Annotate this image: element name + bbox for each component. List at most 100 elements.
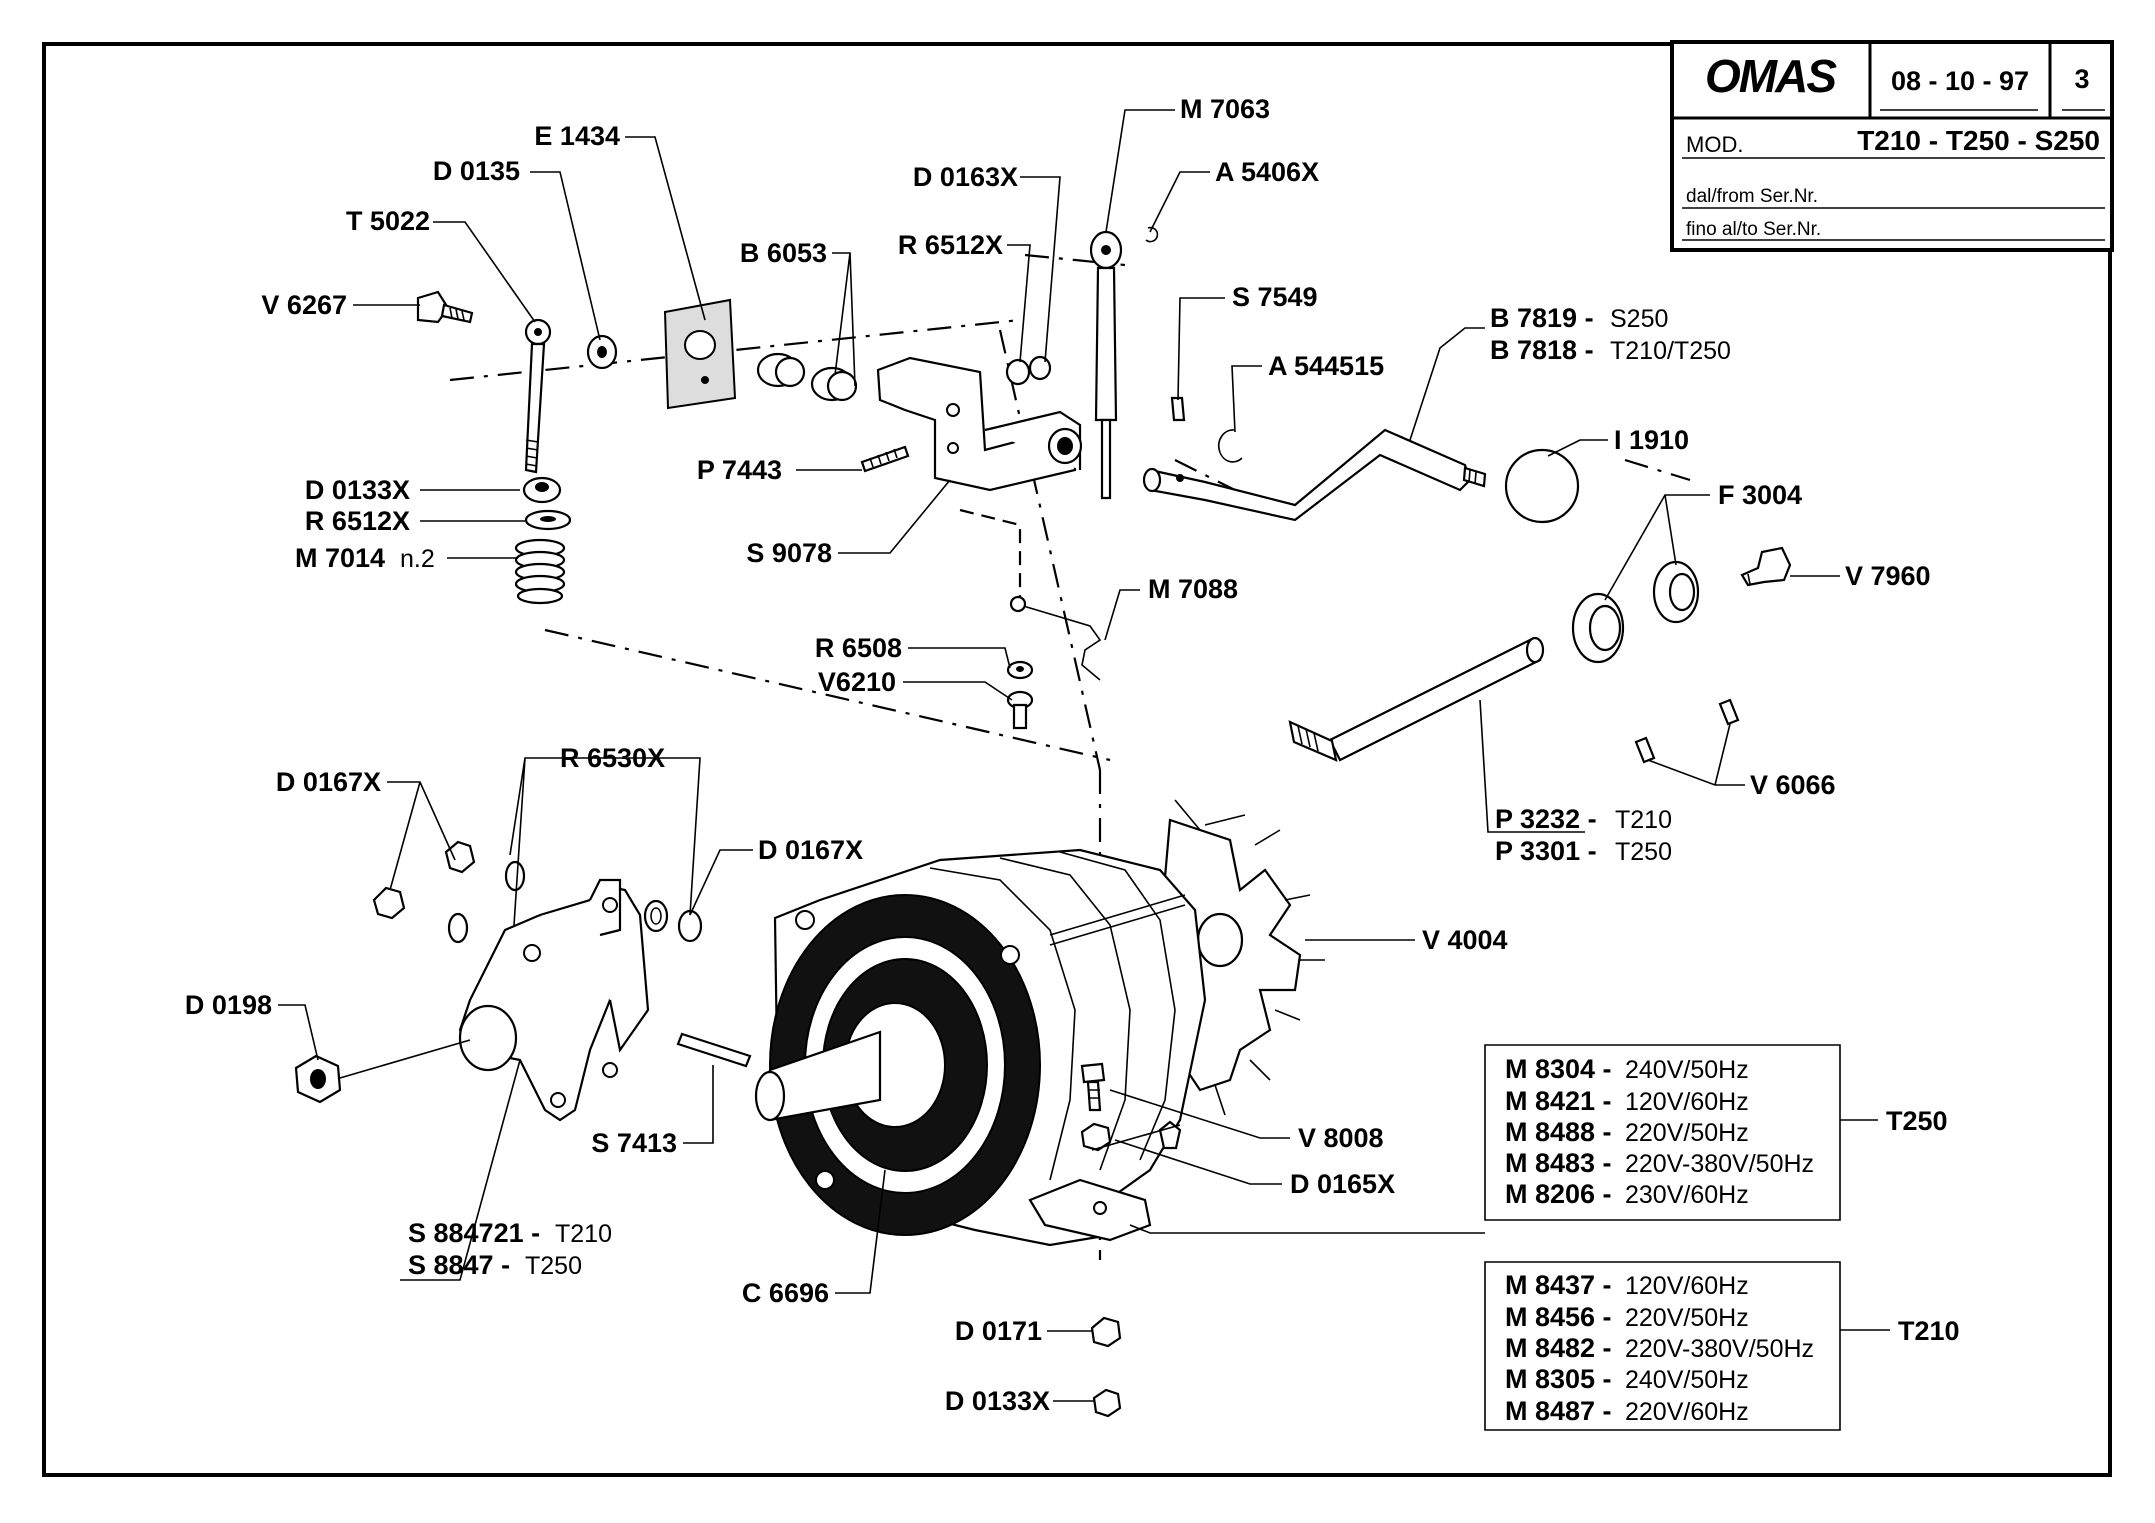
- pin-s7549: [1170, 396, 1186, 422]
- label-e1434: E 1434: [534, 121, 620, 151]
- label-m7088: M 7088: [1148, 574, 1238, 604]
- pin-s7413: [676, 1032, 752, 1068]
- nut-d0198: [294, 1039, 471, 1104]
- t210-row-spec: 220V/60Hz: [1625, 1398, 1749, 1426]
- gas-strut-m7063: [1089, 230, 1123, 500]
- t210-row-spec: 220V-380V/50Hz: [1625, 1335, 1814, 1363]
- washer-r6508: [1006, 660, 1034, 680]
- label-c6696: C 6696: [742, 1278, 829, 1308]
- leader-lines: [278, 109, 1890, 1431]
- label-p3301: P 3301 -: [1495, 836, 1597, 866]
- model-list: T210 - T250 - S250: [1857, 125, 2100, 156]
- t210-row-spec: 240V/50Hz: [1625, 1366, 1749, 1394]
- label-d0163x: D 0163X: [913, 162, 1018, 192]
- t210-row-spec: 120V/60Hz: [1625, 1272, 1749, 1300]
- t210-row-code: M 8305 -: [1505, 1364, 1612, 1394]
- t250-row-code: M 8483 -: [1505, 1148, 1612, 1178]
- set-screws-v6066: [1634, 698, 1740, 764]
- label-i1910: I 1910: [1614, 425, 1689, 455]
- label-m7063: M 7063: [1180, 94, 1270, 124]
- label-b6053: B 6053: [740, 238, 827, 268]
- nuts-d0171-d0133x: [1090, 1316, 1122, 1418]
- label-v7960: V 7960: [1845, 561, 1931, 591]
- label-d0198: D 0198: [185, 990, 272, 1020]
- label-s884721: S 884721 -: [408, 1218, 540, 1248]
- bracket-s9078: [876, 356, 1083, 492]
- t210-row-spec: 220V/50Hz: [1625, 1304, 1749, 1332]
- label-r6530x: R 6530X: [560, 743, 665, 773]
- label-m7014-qty: n.2: [400, 545, 435, 573]
- sheet-number: 3: [2074, 64, 2089, 94]
- label-b7818-model: T210/T250: [1610, 337, 1731, 365]
- t250-row-spec: 220V-380V/50Hz: [1625, 1150, 1814, 1178]
- t250-row-spec: 220V/50Hz: [1625, 1119, 1749, 1147]
- label-v4004: V 4004: [1422, 925, 1508, 955]
- label-m7014: M 7014: [295, 543, 385, 573]
- t250-row-code: M 8488 -: [1505, 1117, 1612, 1147]
- label-d0167x-right: D 0167X: [758, 835, 863, 865]
- drawing-date: 08 - 10 - 97: [1891, 66, 2029, 96]
- screw-v6210: [1006, 690, 1034, 730]
- pin-p7443: [860, 445, 910, 473]
- bolt-v6267: [416, 290, 474, 324]
- bearings-f3004: [1571, 560, 1700, 664]
- label-a5406x: A 5406X: [1215, 157, 1319, 187]
- label-f3004: F 3004: [1718, 480, 1802, 510]
- title-block: OMAS 08 - 10 - 97 3 MOD. T210 - T250 - S…: [1670, 40, 2114, 252]
- t210-row-code: M 8456 -: [1505, 1302, 1612, 1332]
- t210-group-label: T210: [1898, 1316, 1960, 1346]
- label-s7413: S 7413: [591, 1128, 677, 1158]
- shaft-p3232-p3301: [1288, 636, 1545, 762]
- label-p3232-model: T210: [1615, 806, 1672, 834]
- label-p3301-model: T250: [1615, 838, 1672, 866]
- knob-i1910: [1504, 448, 1580, 524]
- motor-variants-t210: M 8437 - 120V/60Hz M 8456 - 220V/50Hz M …: [1505, 1270, 1960, 1426]
- washer-r6512x-small: [1005, 355, 1052, 386]
- label-d0165x: D 0165X: [1290, 1169, 1395, 1199]
- nut-d0135: [586, 334, 618, 370]
- motor-foot: [1028, 1178, 1152, 1242]
- label-p7443: P 7443: [697, 455, 782, 485]
- label-b7818: B 7818 -: [1490, 335, 1594, 365]
- label-s884721-model: T210: [555, 1220, 612, 1248]
- label-p3232: P 3232 -: [1495, 804, 1597, 834]
- label-r6512x-left: R 6512X: [305, 506, 410, 536]
- label-d0167x-left: D 0167X: [276, 767, 381, 797]
- t210-row-code: M 8437 -: [1505, 1270, 1612, 1300]
- screw-v8008: [1080, 1062, 1106, 1112]
- t250-row-spec: 240V/50Hz: [1625, 1056, 1749, 1084]
- label-s8847: S 8847 -: [408, 1250, 510, 1280]
- t250-row-code: M 8304 -: [1505, 1054, 1612, 1084]
- label-a544515: A 544515: [1268, 351, 1384, 381]
- label-s7549: S 7549: [1232, 282, 1318, 312]
- nut-d0165x: [1080, 1120, 1182, 1152]
- t210-row-code: M 8487 -: [1505, 1396, 1612, 1426]
- t250-row-code: M 8206 -: [1505, 1179, 1612, 1209]
- from-serial-label: dal/from Ser.Nr.: [1686, 186, 1818, 207]
- ring-a544515: [1218, 429, 1243, 463]
- label-s8847-model: T250: [525, 1252, 582, 1280]
- mod-label: MOD.: [1686, 132, 1743, 157]
- label-d0171: D 0171: [955, 1316, 1042, 1346]
- tie-rod-t5022: [524, 318, 552, 474]
- drawing-frame: [42, 42, 2112, 1477]
- label-d0133x-upper: D 0133X: [305, 475, 410, 505]
- spring-m7014: [514, 538, 566, 605]
- label-s9078: S 9078: [746, 538, 832, 568]
- plate-e1434: [663, 298, 737, 410]
- label-v8008: V 8008: [1298, 1123, 1384, 1153]
- motor-variants-t250: M 8304 - 240V/50Hz M 8421 - 120V/60Hz M …: [1505, 1054, 1948, 1209]
- label-d0133x-lower: D 0133X: [945, 1386, 1050, 1416]
- t210-row-code: M 8482 -: [1505, 1333, 1612, 1363]
- handle-b7819-b7818: [1142, 428, 1487, 522]
- t250-row-spec: 230V/60Hz: [1625, 1181, 1749, 1209]
- washers-d0133x-r6512x: [522, 476, 572, 531]
- label-v6267: V 6267: [261, 290, 347, 320]
- label-b7819-model: S250: [1610, 305, 1668, 333]
- bushings-b6053: [756, 352, 858, 402]
- callout-labels: E 1434 D 0135 T 5022 V 6267 D 0133X R 65…: [185, 94, 1931, 1416]
- t250-group-label: T250: [1886, 1106, 1948, 1136]
- label-d0135: D 0135: [433, 156, 520, 186]
- spring-m7088: [1009, 595, 1102, 681]
